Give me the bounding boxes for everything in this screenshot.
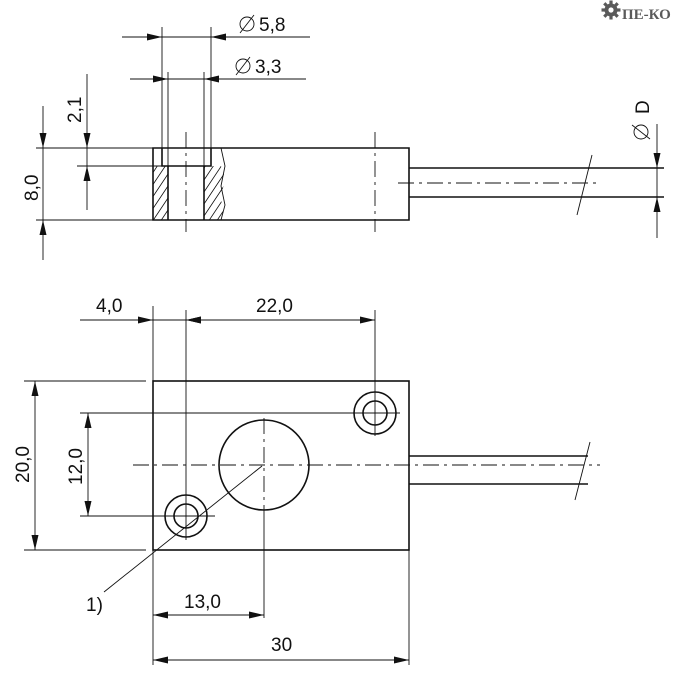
- diameter-symbol: [631, 124, 651, 140]
- dim-inner-diameter: 3,3: [130, 56, 306, 166]
- dim-hole-vertical: 12,0: [66, 413, 92, 516]
- dim-height-text: 8,0: [22, 175, 43, 201]
- dim-hole-vertical-text: 12,0: [66, 448, 87, 485]
- dim-length-text: 30: [271, 635, 292, 656]
- dim-hole-offset-text: 4,0: [96, 296, 122, 317]
- diameter-symbol: [239, 14, 255, 34]
- gear-icon: [601, 0, 621, 20]
- section-break-line: [220, 147, 226, 221]
- dim-hole-offset: 4,0: [80, 296, 201, 324]
- diameter-symbol: [235, 56, 251, 76]
- dim-hole-spacing: 22,0: [186, 296, 375, 324]
- dim-height: 8,0: [22, 106, 47, 260]
- dim-counterbore-depth-text: 2,1: [65, 97, 86, 123]
- logo-brand-text: ПЕ-КО: [622, 7, 671, 23]
- section-hatching-left: [153, 166, 168, 220]
- dim-cable-diameter: D: [631, 100, 661, 238]
- dim-center-offset: 13,0: [153, 592, 264, 619]
- top-view: 4,0 22,0 20,0 12,0 13,0: [13, 296, 600, 665]
- top-cable-break-mark: [574, 441, 591, 501]
- section-hatching-right: [204, 166, 225, 220]
- dim-length: 30: [153, 635, 409, 664]
- callout-leader: 1): [86, 465, 263, 616]
- dim-outer-diameter: 5,8: [122, 14, 310, 148]
- cable-break-mark: [576, 154, 593, 216]
- dim-outer-diameter-text: 5,8: [259, 15, 285, 36]
- top-body-outline: [152, 380, 410, 551]
- side-view: 5,8 3,3 2,1: [22, 14, 664, 260]
- counterbore-outline: [161, 148, 212, 167]
- dim-center-offset-text: 13,0: [184, 592, 221, 613]
- dim-width: 20,0: [13, 381, 39, 550]
- dim-width-text: 20,0: [13, 446, 34, 483]
- side-body-outline: [152, 147, 410, 221]
- callout-text: 1): [86, 595, 103, 616]
- dim-inner-diameter-text: 3,3: [255, 57, 281, 78]
- dim-hole-spacing-text: 22,0: [256, 296, 293, 317]
- company-logo: ПЕ-КО: [601, 0, 671, 23]
- dim-counterbore-depth: 2,1: [65, 74, 91, 210]
- dim-cable-diameter-text: D: [633, 100, 654, 114]
